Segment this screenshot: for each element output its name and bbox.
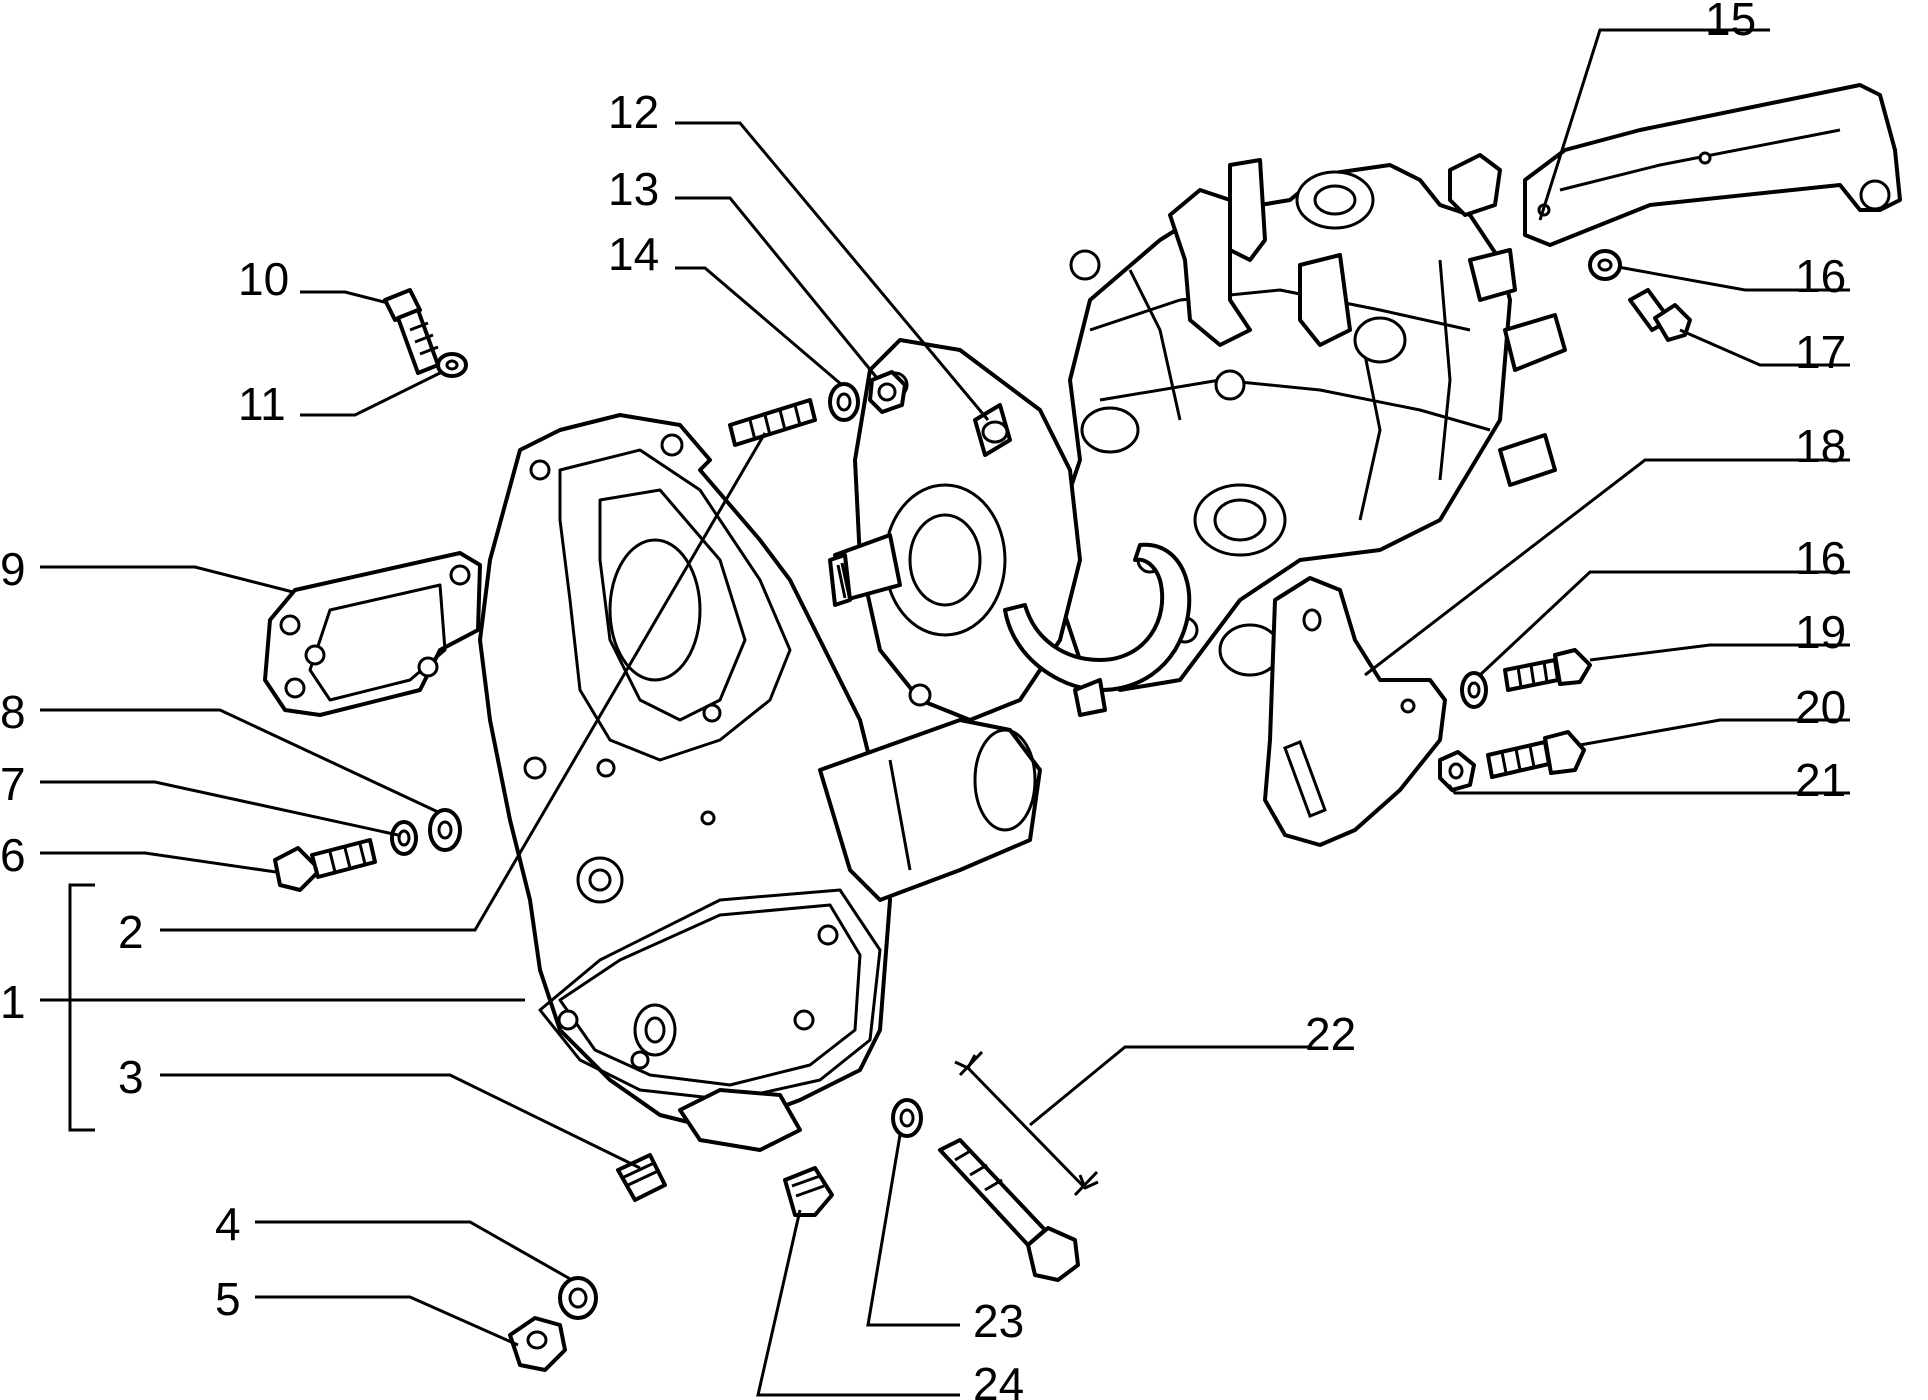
label-20: 20 (1795, 681, 1846, 733)
plug-3 (616, 1153, 667, 1202)
plug-5 (508, 1316, 567, 1372)
leader-6 (40, 851, 277, 874)
bolt-19 (1503, 648, 1592, 692)
nut-21 (1438, 750, 1476, 792)
label-5: 5 (215, 1273, 241, 1325)
label-9: 9 (0, 543, 26, 595)
part-number-labels: 1 2 3 4 5 6 7 8 9 10 11 12 13 14 15 16 1… (0, 0, 1846, 1400)
gasket-9 (263, 551, 482, 717)
label-22: 22 (1305, 1008, 1356, 1060)
label-2: 2 (118, 906, 144, 958)
label-6: 6 (0, 829, 26, 881)
leader-10 (300, 290, 389, 305)
leader-lines (40, 28, 1850, 1397)
washer-16-upper (1588, 249, 1622, 281)
bolt-6 (273, 838, 377, 892)
leader-16b (1478, 570, 1850, 677)
leader-4 (255, 1220, 573, 1282)
fitting-24 (783, 1166, 834, 1217)
label-10: 10 (238, 253, 289, 305)
leader-21 (1447, 784, 1850, 795)
bolt-20 (1486, 730, 1586, 779)
label-16a: 16 (1795, 250, 1846, 302)
label-7: 7 (0, 758, 26, 810)
leader-22 (1029, 1045, 1310, 1127)
lever-15 (1523, 83, 1902, 247)
label-13: 13 (608, 163, 659, 215)
washer-14 (828, 382, 860, 422)
leader-2 (160, 432, 767, 932)
label-4: 4 (215, 1198, 241, 1250)
pump-stud-12 (973, 403, 1012, 457)
label-3: 3 (118, 1051, 144, 1103)
leader-13 (675, 196, 879, 379)
nut-13 (868, 370, 907, 414)
label-18: 18 (1795, 420, 1846, 472)
leader-11 (300, 370, 443, 417)
washer-11 (436, 352, 468, 378)
label-11: 11 (238, 378, 286, 430)
label-8: 8 (0, 686, 26, 738)
injection-pump-body (828, 153, 1567, 722)
housing-cover-1 (478, 413, 1042, 1152)
label-19: 19 (1795, 606, 1846, 658)
leader-15 (1538, 28, 1770, 221)
leader-7 (40, 780, 399, 837)
washer-4 (558, 1276, 598, 1320)
leader-8 (40, 708, 439, 814)
leader-14 (675, 266, 843, 387)
leader-23 (866, 1134, 960, 1327)
label-1: 1 (0, 976, 26, 1028)
label-14: 14 (608, 228, 659, 280)
washer-16-lower (1460, 671, 1488, 709)
long-bolt-22 (938, 1138, 1080, 1282)
label-23: 23 (973, 1295, 1024, 1347)
label-17: 17 (1795, 326, 1846, 378)
bracket-group-1 (68, 883, 95, 1132)
bolt-17 (1628, 288, 1692, 342)
stud-bolt-2 (728, 398, 817, 447)
label-15: 15 (1705, 0, 1756, 45)
label-16b: 16 (1795, 532, 1846, 584)
washer-8 (428, 808, 462, 852)
leader-17 (1679, 328, 1850, 367)
leader-3 (160, 1073, 641, 1170)
label-21: 21 (1795, 754, 1846, 806)
leader-12 (675, 121, 990, 421)
plate-18 (1263, 576, 1447, 847)
label-12: 12 (608, 86, 659, 138)
washer-23 (891, 1098, 923, 1138)
leader-18 (1364, 458, 1850, 677)
lock-washer-7 (390, 820, 418, 856)
bolt-10 (383, 288, 440, 375)
dimension-arrow-22 (954, 1050, 1099, 1197)
label-24: 24 (973, 1358, 1024, 1400)
leader-9 (40, 565, 294, 594)
leader-5 (255, 1295, 519, 1347)
leader-19 (1589, 643, 1850, 662)
leader-16a (1617, 265, 1850, 292)
leader-24 (756, 1209, 960, 1397)
leader-20 (1579, 718, 1850, 747)
